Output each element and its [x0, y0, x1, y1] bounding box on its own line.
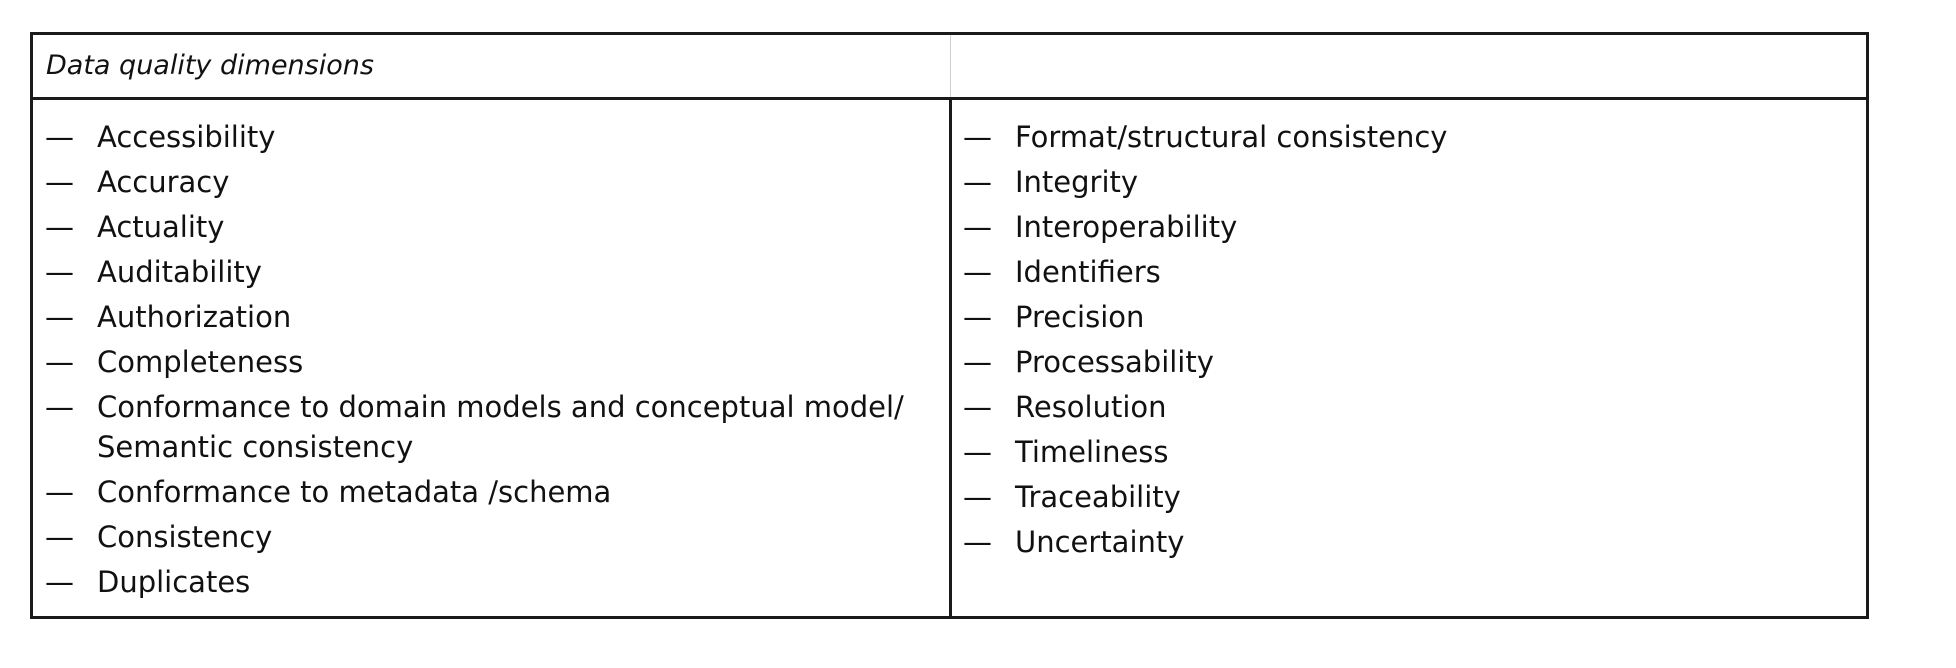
bullet-dash: — — [45, 210, 74, 244]
table-header-title: Data quality dimensions — [46, 50, 374, 81]
column-divider — [949, 97, 952, 619]
list-item: — Duplicates — [45, 562, 935, 602]
list-item-text: Format/structural consistency — [1015, 120, 1448, 154]
bullet-dash: — — [963, 345, 992, 379]
list-item-text: Conformance to domain models and concept… — [97, 390, 904, 464]
list-item-text: Timeliness — [1015, 435, 1169, 469]
bullet-dash: — — [45, 475, 74, 509]
list-item: — Completeness — [45, 342, 935, 382]
bullet-dash: — — [963, 210, 992, 244]
bullet-dash: — — [45, 165, 74, 199]
list-item: — Processability — [963, 342, 1843, 382]
bullet-dash: — — [963, 390, 992, 424]
table-header-row: Data quality dimensions — [33, 35, 1866, 100]
bullet-dash: — — [45, 520, 74, 554]
list-item: — Accuracy — [45, 162, 935, 202]
list-item-text: Uncertainty — [1015, 525, 1185, 559]
list-item-text: Resolution — [1015, 390, 1167, 424]
list-item-text: Auditability — [97, 255, 262, 289]
bullet-dash: — — [963, 435, 992, 469]
list-item: — Consistency — [45, 517, 935, 557]
bullet-dash: — — [45, 255, 74, 289]
bullet-dash: — — [45, 120, 74, 154]
list-item: — Integrity — [963, 162, 1843, 202]
header-faint-divider — [950, 35, 951, 97]
bullet-dash: — — [45, 345, 74, 379]
list-item-text: Interoperability — [1015, 210, 1238, 244]
list-item: — Format/structural consistency — [963, 117, 1843, 157]
list-item-text: Traceability — [1015, 480, 1181, 514]
data-quality-table: Data quality dimensions — Accessibility — A… — [30, 32, 1869, 619]
list-item: — Precision — [963, 297, 1843, 337]
bullet-dash: — — [963, 165, 992, 199]
list-item: — Interoperability — [963, 207, 1843, 247]
list-item: — Conformance to domain models and concep… — [45, 387, 935, 467]
list-item-text: Actuality — [97, 210, 225, 244]
list-item-text: Accessibility — [97, 120, 276, 154]
bullet-dash: — — [963, 525, 992, 559]
list-item: — Actuality — [45, 207, 935, 247]
list-item: — Resolution — [963, 387, 1843, 427]
list-item-text: Completeness — [97, 345, 304, 379]
list-item-text: Processability — [1015, 345, 1214, 379]
right-column-list: — Format/structural consistency — Integrity… — [963, 117, 1843, 567]
list-item-text: Precision — [1015, 300, 1145, 334]
list-item: — Timeliness — [963, 432, 1843, 472]
bullet-dash: — — [963, 300, 992, 334]
list-item: — Identifiers — [963, 252, 1843, 292]
bullet-dash: — — [963, 120, 992, 154]
list-item: — Traceability — [963, 477, 1843, 517]
list-item: — Accessibility — [45, 117, 935, 157]
list-item-text: Conformance to metadata /schema — [97, 475, 612, 509]
list-item: — Conformance to metadata /schema — [45, 472, 935, 512]
list-item: — Uncertainty — [963, 522, 1843, 562]
list-item: — Authorization — [45, 297, 935, 337]
bullet-dash: — — [963, 255, 992, 289]
bullet-dash: — — [45, 300, 74, 334]
bullet-dash: — — [45, 390, 74, 424]
list-item-text: Accuracy — [97, 165, 230, 199]
list-item-text: Consistency — [97, 520, 273, 554]
list-item: — Auditability — [45, 252, 935, 292]
list-item-text: Authorization — [97, 300, 292, 334]
bullet-dash: — — [45, 565, 74, 599]
list-item-text: Duplicates — [97, 565, 251, 599]
list-item-text: Identifiers — [1015, 255, 1161, 289]
bullet-dash: — — [963, 480, 992, 514]
list-item-text: Integrity — [1015, 165, 1139, 199]
left-column-list: — Accessibility — Accuracy — Actuality — Audita… — [45, 117, 935, 607]
